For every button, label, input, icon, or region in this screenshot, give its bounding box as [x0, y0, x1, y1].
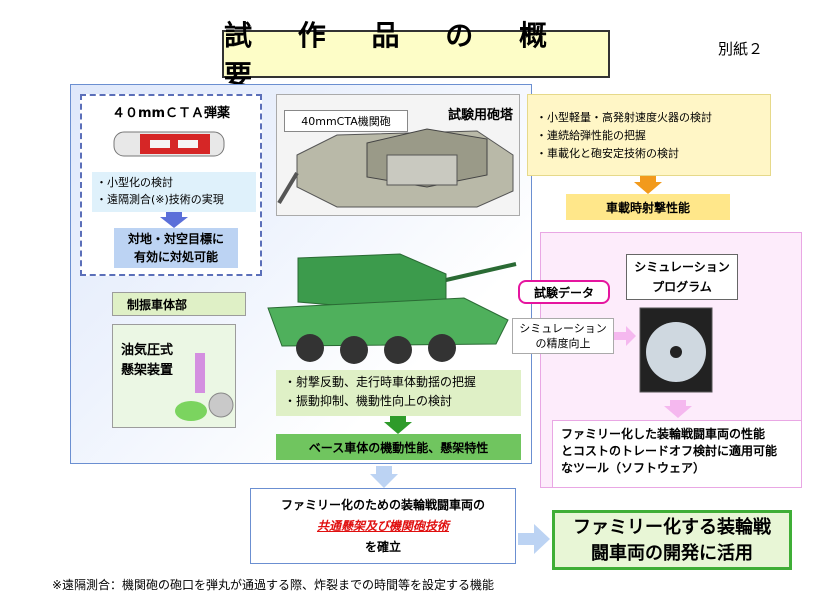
turret-bullets: ・小型軽量・高発射速度火器の検討 ・連続給弾性能の把握 ・車載化と砲安定技術の検…	[527, 94, 771, 176]
simulation-program-line: プログラム	[652, 280, 712, 294]
final-goal-line: ファミリー化する装輪戦	[573, 517, 771, 538]
final-goal-box: ファミリー化する装輪戦 闘車両の開発に活用	[552, 510, 792, 570]
ammo-bullets: ・小型化の検討 ・遠隔測合(※)技術の実現	[92, 172, 256, 212]
test-turret-label: 試験用砲塔	[448, 108, 514, 123]
vehicle-image-icon	[267, 253, 517, 364]
down-arrow-icon	[664, 400, 692, 418]
suspension-label-line: 懸架装置	[121, 363, 174, 378]
ammo-bullet: ・遠隔測合(※)技術の実現	[96, 193, 224, 206]
ammo-result-line: 対地・対空目標に	[127, 232, 224, 246]
turret-bullet: ・車載化と砲安定技術の検討	[536, 147, 679, 160]
right-arrow-icon	[518, 524, 550, 554]
damping-hull-label: 制振車体部	[112, 292, 246, 316]
suspension-label: 油気圧式 懸架装置	[121, 341, 173, 381]
suspension-image-icon	[175, 353, 234, 421]
attachment-label: 別紙２	[718, 40, 764, 58]
simulation-accuracy-line: シミュレーション	[519, 322, 607, 335]
hull-bullet: ・射撃反動、走行時車体動揺の把握	[284, 375, 477, 389]
turret-result: 車載時射撃性能	[566, 194, 730, 220]
cta-gun-label: 40mmCTA機関砲	[284, 110, 408, 132]
ammo-title: ４０mmＣＴＡ弾薬	[111, 106, 231, 121]
family-tool-box: ファミリー化した装輪戦闘車両の性能 とコストのトレードオフ検討に適用可能 なツー…	[552, 420, 802, 488]
hull-bullets: ・射撃反動、走行時車体動揺の把握 ・振動抑制、機動性向上の検討	[276, 370, 521, 416]
establish-line: を確立	[364, 540, 401, 554]
hull-result: ベース車体の機動性能、懸架特性	[276, 434, 521, 460]
simulation-program-line: シミュレーション	[634, 260, 730, 274]
ammo-bullet: ・小型化の検討	[96, 176, 173, 189]
establish-emphasis: 共通懸架及び機関砲技術	[316, 519, 449, 533]
ammo-section: ４０mmＣＴＡ弾薬 ・小型化の検討 ・遠隔測合(※)技術の実現 対地・対空目標に…	[80, 94, 262, 276]
software-disc-icon	[639, 307, 713, 393]
ammo-result-line: 有効に対処可能	[133, 250, 218, 264]
simulation-program-label: シミュレーション プログラム	[626, 254, 738, 300]
right-arrow-icon	[614, 326, 636, 346]
down-arrow-icon	[160, 212, 188, 228]
family-tool-line: とコストのトレードオフ検討に適用可能	[561, 444, 778, 458]
simulation-accuracy-line: の精度向上	[535, 337, 591, 350]
down-arrow-icon	[634, 176, 662, 194]
family-tool-line: ファミリー化した装輪戦闘車両の性能	[561, 427, 766, 441]
footnote: ※遠隔測合：機関砲の砲口を弾丸が通過する際、炸裂までの時間等を設定する機能	[52, 578, 495, 592]
family-tool-line: なツール（ソフトウェア）	[561, 461, 706, 475]
hull-bullet: ・振動抑制、機動性向上の検討	[284, 394, 453, 408]
suspension-box: 油気圧式 懸架装置	[112, 324, 236, 428]
down-arrow-icon	[384, 416, 412, 434]
turret-bullet: ・連続給弾性能の把握	[536, 129, 646, 142]
ammo-result: 対地・対空目標に 有効に対処可能	[114, 228, 238, 268]
final-goal-line: 闘車両の開発に活用	[591, 543, 753, 564]
suspension-label-line: 油気圧式	[121, 343, 174, 358]
test-data-badge: 試験データ	[518, 280, 610, 304]
ammo-round-icon	[113, 131, 225, 157]
establish-line: ファミリー化のための装輪戦闘車両の	[280, 498, 485, 512]
page-title: 試 作 品 の 概 要	[222, 19, 610, 92]
down-arrow-icon	[370, 466, 398, 488]
turret-image-icon	[277, 128, 514, 208]
turret-bullet: ・小型軽量・高発射速度火器の検討	[536, 111, 712, 124]
establish-box: ファミリー化のための装輪戦闘車両の 共通懸架及び機関砲技術 を確立	[250, 488, 516, 564]
simulation-accuracy-label: シミュレーション の精度向上	[512, 318, 614, 354]
